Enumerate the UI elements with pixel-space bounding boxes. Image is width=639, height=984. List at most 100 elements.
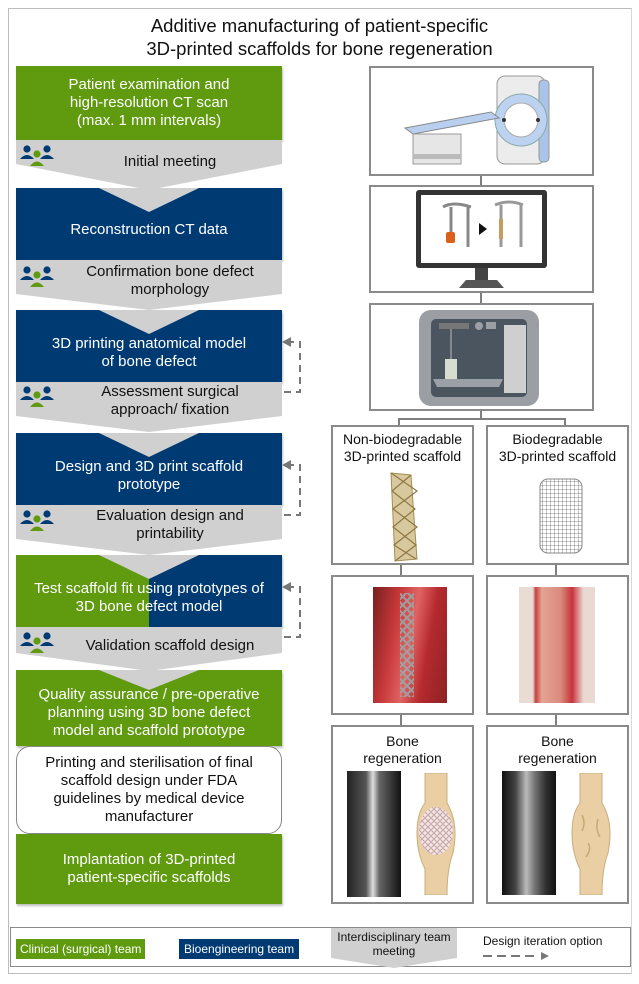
meeting-label: Confirmation bone defect xyxy=(86,263,254,280)
step-text: of bone defect xyxy=(101,353,197,370)
meeting-chevron-shape xyxy=(16,140,282,190)
outer-frame xyxy=(8,8,632,974)
meeting-label: Validation scaffold design xyxy=(85,637,255,654)
meeting-label: Evaluation design and xyxy=(96,507,244,524)
team-people-icon xyxy=(20,266,54,287)
panel-caption: Non-biodegradable xyxy=(342,431,463,447)
non-biodegradable-scaffold-panel: Non-biodegradable 3D-printed scaffold xyxy=(331,425,474,565)
step-text: Test scaffold fit using prototypes of xyxy=(34,580,264,597)
ct-scanner-illustration xyxy=(403,75,550,165)
monitor-reconstruction-illustration xyxy=(416,190,547,288)
meeting-chevron-shape xyxy=(16,505,282,555)
step-patient-examination: Patient examination and high-resolution … xyxy=(16,66,282,140)
step-text: Reconstruction CT data xyxy=(70,221,228,238)
surgical-photo-titanium-scaffold xyxy=(373,587,447,703)
meeting-label: Initial meeting xyxy=(123,153,217,170)
step-text: model and scaffold prototype xyxy=(52,722,246,739)
connector-line xyxy=(564,418,566,426)
step-text: guidelines by medical device xyxy=(53,790,245,807)
surgical-photo-polymer-scaffold xyxy=(519,587,595,703)
step-text: scaffold design under FDA xyxy=(60,772,238,789)
step-text: Printing and sterilisation of final xyxy=(45,754,253,771)
meeting-label: morphology xyxy=(130,281,210,298)
legend-clinical-team: Clinical (surgical) team xyxy=(16,939,146,959)
connector-line xyxy=(398,418,400,426)
title-line-1: Additive manufacturing of patient-specif… xyxy=(150,15,489,36)
design-iteration-arrow xyxy=(282,337,301,393)
diagram-title: Additive manufacturing of patient-specif… xyxy=(0,14,639,60)
meeting-chevron-shape xyxy=(16,627,282,671)
step-text: Patient examination and xyxy=(68,76,230,93)
team-people-icon xyxy=(20,632,54,653)
step-text: 3D bone defect model xyxy=(75,598,223,615)
xray-image-biodegradable xyxy=(502,771,556,895)
meeting-label: printability xyxy=(136,525,204,542)
dashed-arrow-icon xyxy=(483,952,549,960)
connector-line xyxy=(398,418,566,420)
panel-caption: regeneration xyxy=(518,750,597,766)
step-printing-sterilisation: Printing and sterilisation of final scaf… xyxy=(16,746,282,834)
biodegradable-implantation-photo-panel xyxy=(486,575,629,715)
titanium-lattice-scaffold-illustration xyxy=(390,472,419,562)
team-people-icon xyxy=(20,145,54,166)
step-text: Implantation of 3D-printed xyxy=(62,851,236,868)
step-text: high-resolution CT scan xyxy=(69,94,229,111)
legend: Clinical (surgical) team Bioengineering … xyxy=(10,927,631,968)
panel-caption: Bone xyxy=(386,733,419,749)
step-text: patient-specific scaffolds xyxy=(67,869,231,886)
team-people-icon xyxy=(20,510,54,531)
panel-caption: Biodegradable xyxy=(512,431,603,447)
connector-line xyxy=(400,565,402,575)
panel-caption: regeneration xyxy=(363,750,442,766)
meeting-validation-scaffold: Validation scaffold design xyxy=(16,627,282,671)
ct-scanner-panel xyxy=(369,66,594,176)
non-biodegradable-regeneration-panel: Bone regeneration xyxy=(331,725,474,904)
connector-line xyxy=(480,293,482,303)
connector-line xyxy=(480,411,482,420)
step-text: (max. 1 mm intervals) xyxy=(76,112,222,129)
legend-design-iteration: Design iteration option xyxy=(483,934,602,964)
meeting-chevron-shape xyxy=(331,928,457,968)
panel-caption: 3D-printed scaffold xyxy=(498,448,617,464)
legend-interdisciplinary-meeting: Interdisciplinary team meeting xyxy=(331,928,457,968)
step-quality-assurance: Quality assurance / pre-operative planni… xyxy=(16,670,282,746)
step-text: Quality assurance / pre-operative xyxy=(38,686,260,703)
design-iteration-arrow xyxy=(282,582,301,638)
meeting-assessment-surgical: Assessment surgical approach/ fixation xyxy=(16,382,282,432)
step-text: 3D printing anatomical model xyxy=(51,335,247,352)
connector-line xyxy=(555,565,557,575)
biodegradable-scaffold-panel: Biodegradable 3D-printed scaffold xyxy=(486,425,629,565)
regenerated-bone-illustration xyxy=(416,773,456,895)
meeting-label: Assessment surgical xyxy=(101,383,239,400)
panel-caption: Bone xyxy=(541,733,574,749)
step-anatomical-model: 3D printing anatomical model of bone def… xyxy=(16,310,282,382)
team-people-icon xyxy=(20,386,54,407)
meeting-confirmation-morphology: Confirmation bone defect morphology xyxy=(16,260,282,310)
meeting-evaluation-design: Evaluation design and printability xyxy=(16,505,282,555)
3d-printer-panel xyxy=(369,303,594,411)
step-reconstruction-ct: Reconstruction CT data xyxy=(16,188,282,260)
step-text: manufacturer xyxy=(104,808,194,825)
step-text: prototype xyxy=(117,476,181,493)
3d-printer-illustration xyxy=(419,310,539,406)
legend-label: meeting xyxy=(372,944,416,958)
step-design-scaffold-prototype: Design and 3D print scaffold prototype xyxy=(16,433,282,505)
meeting-chevron-shape xyxy=(16,260,282,310)
step-implantation: Implantation of 3D-printed patient-speci… xyxy=(16,834,282,904)
connector-line xyxy=(400,715,402,725)
step-test-scaffold-fit: Test scaffold fit using prototypes of 3D… xyxy=(16,555,282,627)
step-text: planning using 3D bone defect xyxy=(47,704,251,721)
legend-label: Interdisciplinary team xyxy=(337,930,451,944)
title-line-2: 3D-printed scaffolds for bone regenerati… xyxy=(146,38,493,59)
legend-label: Design iteration option xyxy=(483,934,603,948)
xray-image-titanium xyxy=(347,771,401,897)
meeting-chevron-shape xyxy=(16,382,282,432)
reconstruction-monitor-panel xyxy=(369,185,594,293)
regenerated-bone-illustration xyxy=(571,773,611,895)
design-iteration-arrow xyxy=(282,460,301,516)
biodegradable-regeneration-panel: Bone regeneration xyxy=(486,725,629,904)
panel-caption: 3D-printed scaffold xyxy=(343,448,462,464)
connector-line xyxy=(555,715,557,725)
meeting-initial: Initial meeting xyxy=(16,140,282,190)
meeting-label: approach/ fixation xyxy=(110,401,230,418)
